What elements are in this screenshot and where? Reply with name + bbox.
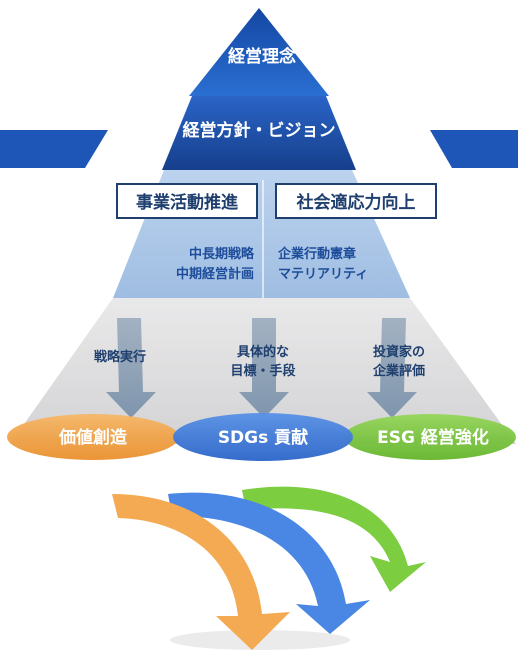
right-mid-line-2: マテリアリティ [278,267,368,282]
oval-value-creation-label: 価値創造 [58,427,128,448]
oval-sdgs-label: SDGs 貢献 [218,427,308,448]
down-arrow-right [367,318,417,418]
pyramid-apex [189,8,329,96]
right-wing [430,130,518,168]
arrow-right-line-1: 投資家の [373,344,425,360]
down-arrow-left [106,318,156,418]
left-box [116,183,258,219]
arrow-right-line-2: 企業評価 [372,363,425,379]
right-mid-line-1: 企業行動憲章 [277,246,356,262]
swoosh-arrow-orange [112,494,290,650]
mid-section-divider [262,180,264,298]
oval-sdgs [173,413,353,461]
left-mid-line-2: 中期経営計画 [176,266,254,282]
left-mid-line-1: 中長期戦略 [189,246,255,262]
arrow-center-line-2: 目標・手段 [230,363,295,379]
swoosh-arrow-blue [168,492,370,634]
policy-band-label: 経営方針・ビジョン [183,120,336,141]
oval-esg [344,414,516,460]
swoosh-arrow-green [242,486,426,592]
right-box [275,183,437,219]
right-box-label: 社会適応力向上 [296,192,416,213]
apex-label: 経営理念 [228,46,296,67]
arrow-left-label: 戦略実行 [94,349,146,365]
oval-esg-label: ESG 経営強化 [377,427,489,448]
oval-value-creation [7,414,179,460]
arrow-center-line-1: 具体的な [237,344,289,360]
policy-band [162,96,356,170]
left-box-label: 事業活動推進 [136,192,238,213]
down-arrow-center [239,318,289,418]
left-wing [0,130,108,168]
